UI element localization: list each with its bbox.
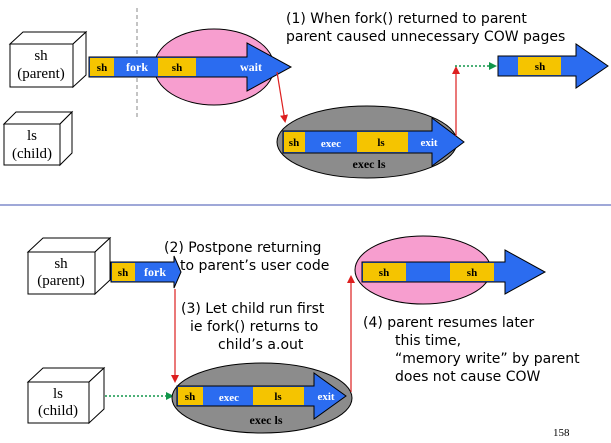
sh-label: sh (535, 61, 545, 73)
bottom-parent-process-box: sh (parent) (26, 236, 112, 296)
sh-label: sh (379, 267, 389, 279)
sh-block (284, 132, 305, 152)
page-number: 158 (553, 427, 570, 439)
note-4-line-2: this time, (395, 333, 461, 349)
parent-timeline-arrow: sh fork sh wait (88, 42, 293, 92)
sh-label: sh (289, 137, 299, 149)
note-3-line-3: child’s a.out (218, 337, 304, 353)
child-exec-arrow: sh exec ls exit (282, 117, 465, 167)
wait-label: wait (240, 60, 262, 74)
bottom-child-label: ls (53, 386, 63, 402)
top-child-label: ls (27, 128, 37, 144)
ls-label: ls (377, 137, 385, 149)
top-child-process-box: ls (child) (2, 110, 74, 167)
top-parent-sublabel: (parent) (17, 66, 64, 82)
note-4-line-4: does not cause COW (395, 369, 540, 385)
sh-block (518, 57, 561, 75)
note-1-line-1: (1) When fork() returned to parent (286, 11, 527, 27)
parent-resume-arrow: sh sh (361, 249, 547, 295)
note-2-line-1: (2) Postpone returning (164, 240, 321, 256)
sh-block (178, 387, 203, 405)
wait-to-child-connector (276, 71, 288, 123)
exit-label: exit (420, 137, 437, 149)
note-3-line-1: (3) Let child run first (181, 301, 325, 317)
parent-resume-arrow: sh (497, 43, 609, 89)
sh-label: sh (97, 62, 107, 74)
note-4-line-1: (4) parent resumes later (363, 315, 534, 331)
sh-label: sh (118, 267, 128, 279)
bottom-parent-fork-arrow: sh fork (110, 255, 182, 289)
top-parent-label: sh (34, 48, 48, 64)
exec-ls-caption: exec ls (250, 413, 283, 427)
top-parent-process-box: sh (parent) (8, 30, 88, 89)
sh-block (450, 263, 494, 281)
bottom-child-sublabel: (child) (38, 403, 78, 419)
exec-ls-caption: exec ls (353, 157, 386, 171)
note-4-line-3: “memory write” by parent (395, 351, 580, 367)
top-child-sublabel: (child) (12, 146, 52, 162)
sh-block (158, 58, 196, 76)
ls-block (253, 387, 304, 405)
note-3-line-2: ie fork() returns to (190, 319, 318, 335)
note-1-line-2: parent caused unnecessary COW pages (286, 29, 565, 45)
sh-label: sh (467, 267, 477, 279)
bottom-parent-sublabel: (parent) (37, 273, 84, 289)
ls-label: ls (274, 391, 282, 403)
fork-label: fork (126, 60, 148, 74)
ls-block (357, 132, 408, 152)
sh-block (112, 263, 135, 281)
fork-label: fork (144, 265, 166, 279)
sh-block (90, 58, 114, 76)
sh-label: sh (185, 391, 195, 403)
bottom-parent-label: sh (54, 256, 68, 272)
exit-label: exit (317, 391, 334, 403)
note-2-line-2: to parent’s user code (180, 258, 329, 274)
sh-label: sh (172, 62, 182, 74)
bottom-child-process-box: ls (child) (26, 366, 106, 425)
exec-label: exec (219, 392, 239, 404)
sh-block (363, 263, 406, 281)
bottom-child-exec-arrow: sh exec ls exit (176, 372, 347, 420)
exec-label: exec (321, 138, 341, 150)
